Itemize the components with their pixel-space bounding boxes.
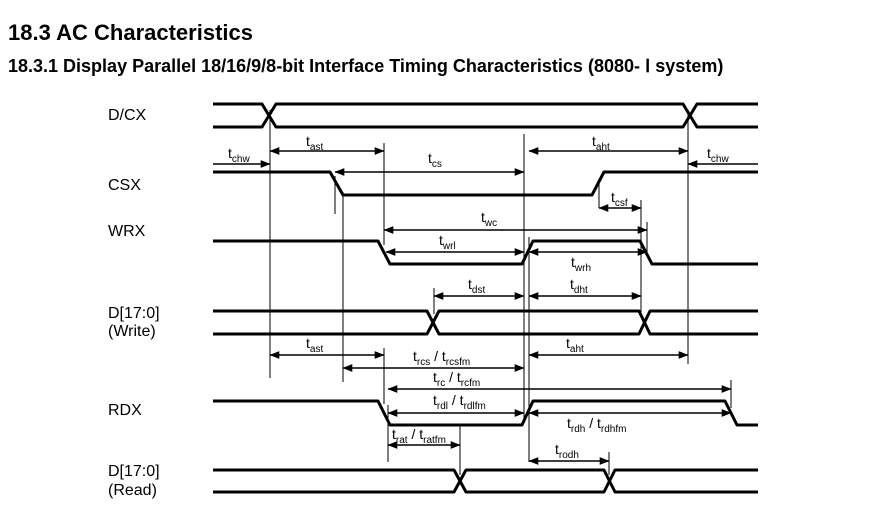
- dcx-waveform-upper: [213, 102, 758, 129]
- page-subtitle: 18.3.1 Display Parallel 18/16/9/8-bit In…: [8, 56, 724, 76]
- d-write-waveform-lower: [213, 309, 758, 336]
- tdht-label: tdht: [570, 276, 588, 296]
- signal-label-d-write: D[17:0]: [108, 305, 160, 322]
- dcx-waveform-lower: [213, 102, 758, 129]
- taht-label: taht: [592, 133, 610, 153]
- rdx-waveform: [213, 399, 758, 427]
- trc-label: trc / trcfm: [433, 369, 480, 389]
- trat-label: trat / tratfm: [392, 426, 446, 446]
- signal-label-wrx: WRX: [108, 223, 146, 240]
- signal-label-d-read-mode: (Read): [108, 482, 157, 499]
- d-write-waveform-upper: [213, 309, 758, 336]
- trdh-label: trdh / trdhfm: [567, 415, 626, 435]
- twc-label: twc: [481, 209, 497, 229]
- trdl-label: trdl / trdlfm: [433, 392, 486, 412]
- signal-label-rdx: RDX: [108, 402, 142, 419]
- d-read-waveform-lower: [213, 468, 758, 494]
- d-read-waveform-upper: [213, 468, 758, 494]
- signal-label-d-write-mode: (Write): [108, 323, 156, 340]
- signal-label-csx: CSX: [108, 177, 141, 194]
- csx-waveform: [213, 170, 758, 197]
- twrh-label: twrh: [571, 254, 591, 274]
- trodh-label: trodh: [555, 441, 579, 461]
- tdst-label: tdst: [468, 276, 485, 296]
- taht-read-label: taht: [566, 335, 584, 355]
- twrl-label: twrl: [439, 232, 456, 252]
- trcs-label: trcs / trcsfm: [413, 348, 470, 368]
- page-title: 18.3 AC Characteristics: [8, 20, 253, 45]
- tast-read-label: tast: [306, 335, 323, 355]
- tcs-label: tcs: [428, 150, 442, 170]
- signal-label-d-read: D[17:0]: [108, 463, 160, 480]
- tchw-right-label: tchw: [707, 145, 729, 165]
- tchw-left-label: tchw: [228, 145, 250, 165]
- tcsf-label: tcsf: [611, 189, 628, 209]
- signal-label-dcx: D/CX: [108, 107, 147, 124]
- tast-label: tast: [306, 133, 323, 153]
- wrx-waveform: [213, 239, 758, 266]
